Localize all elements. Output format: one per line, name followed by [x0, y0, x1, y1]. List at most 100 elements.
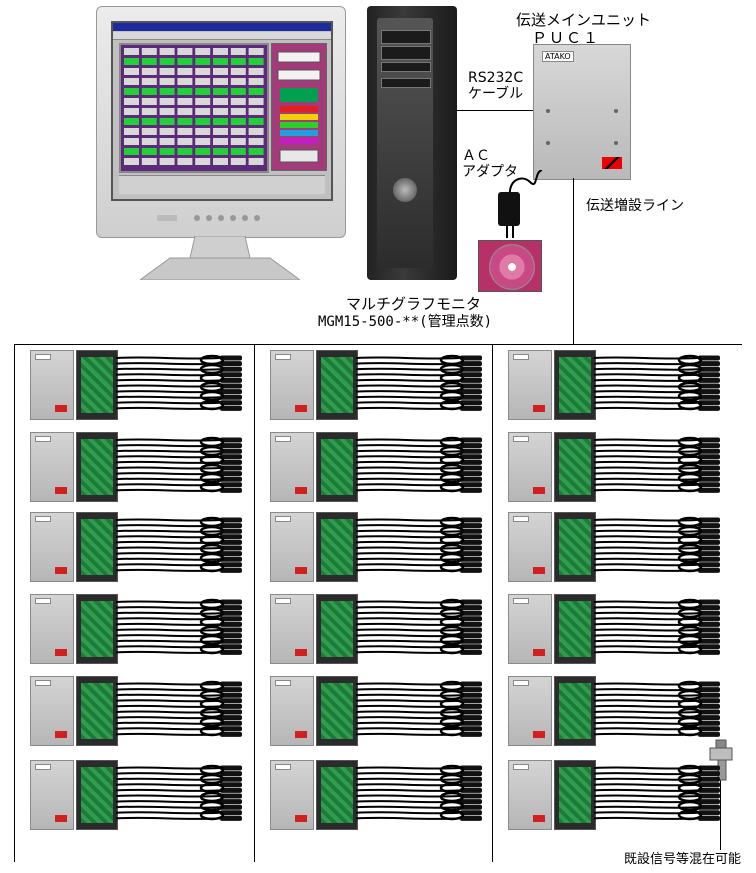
- pcb: [559, 519, 591, 575]
- screen-grid-cell: [249, 98, 264, 105]
- screen-grid-cell: [177, 48, 192, 55]
- circuit-board: [554, 512, 596, 582]
- screen-grid-cell: [124, 98, 139, 105]
- sensor-cables: [594, 350, 728, 418]
- screen-grid-cell: [160, 68, 175, 75]
- software-cd-case: [478, 240, 542, 292]
- screen-grid-cell: [249, 78, 264, 85]
- screen-grid-cell: [231, 108, 246, 115]
- expansion-unit: [508, 676, 728, 744]
- screen-grid-cell: [160, 98, 175, 105]
- screen-grid-cell: [249, 158, 264, 165]
- unit-tag: [275, 516, 291, 522]
- screen-grid-cell: [177, 148, 192, 155]
- screen-grid-cell: [142, 138, 157, 145]
- screen-grid-cell: [177, 128, 192, 135]
- circuit-board: [76, 512, 118, 582]
- brand-logo-icon: [533, 405, 545, 412]
- screen-grid-cell: [124, 158, 139, 165]
- pcb: [81, 519, 113, 575]
- pcb: [81, 601, 113, 657]
- circuit-board: [316, 432, 358, 502]
- sensor-cables: [356, 432, 490, 500]
- expansion-unit: [270, 350, 490, 418]
- circuit-board: [76, 350, 118, 420]
- screw-icon: [614, 141, 618, 145]
- expansion-unit: [270, 512, 490, 580]
- screen-grid-cell: [177, 78, 192, 85]
- unit-tag: [275, 598, 291, 604]
- screen-grid-cell: [160, 58, 175, 65]
- screen-grid-cell: [195, 78, 210, 85]
- brand-logo-icon: [602, 157, 622, 169]
- screen-grid-cell: [231, 98, 246, 105]
- unit-tag: [35, 598, 51, 604]
- screen-grid-cell: [213, 148, 228, 155]
- screen-grid-cell: [124, 88, 139, 95]
- screen-side-graphics: [272, 44, 326, 170]
- pcb: [559, 439, 591, 495]
- screw-icon: [546, 141, 550, 145]
- screen-grid-cell: [124, 68, 139, 75]
- screen-grid-cell: [142, 158, 157, 165]
- screen-grid-cell: [142, 128, 157, 135]
- screen-grid-cell: [124, 128, 139, 135]
- pcb: [321, 439, 353, 495]
- expansion-unit-case: [508, 594, 552, 664]
- screen-grid-cell: [213, 158, 228, 165]
- bus-drop-line-col3: [492, 344, 493, 862]
- expansion-unit-case: [508, 432, 552, 502]
- screen-grid-cell: [249, 118, 264, 125]
- unit-tag: [35, 436, 51, 442]
- screen-grid-cell: [249, 68, 264, 75]
- screen-grid-cell: [213, 98, 228, 105]
- screen-grid-cell: [213, 88, 228, 95]
- sensor-cables: [116, 676, 250, 744]
- unit-tag: [35, 354, 51, 360]
- expansion-unit-case: [508, 760, 552, 830]
- brand-logo-icon: [55, 567, 67, 574]
- screen-grid-cell: [142, 68, 157, 75]
- floppy-drive: [381, 62, 431, 72]
- pcb: [81, 767, 113, 823]
- expansion-unit-case: [508, 676, 552, 746]
- sensor-cables: [356, 350, 490, 418]
- unit-brand-label: ATAKO: [542, 51, 574, 62]
- brand-logo-icon: [295, 487, 307, 494]
- sensor-cables: [356, 676, 490, 744]
- brand-logo-icon: [55, 405, 67, 412]
- tower-front-panel: [377, 18, 433, 268]
- sensor-cables: [116, 512, 250, 580]
- unit-tag: [513, 598, 529, 604]
- screw-icon: [614, 109, 618, 113]
- expansion-unit-case: [270, 760, 314, 830]
- expansion-unit: [270, 432, 490, 500]
- expansion-line-label: 伝送増設ライン: [586, 198, 684, 214]
- expansion-unit-case: [30, 512, 74, 582]
- expansion-unit: [508, 594, 728, 662]
- expansion-unit-case: [270, 676, 314, 746]
- brand-logo-icon: [533, 731, 545, 738]
- drive-bay: [381, 78, 431, 88]
- cd-disc-icon: [489, 244, 535, 290]
- pcb: [81, 357, 113, 413]
- pcb: [81, 683, 113, 739]
- expansion-unit: [270, 594, 490, 662]
- screen-grid-cell: [231, 68, 246, 75]
- sensor-cables: [594, 760, 728, 828]
- expansion-line-vertical: [573, 178, 574, 344]
- expansion-unit-case: [30, 594, 74, 664]
- unit-tag: [513, 516, 529, 522]
- cable-label: ケーブル: [468, 86, 523, 102]
- screen-grid-cell: [160, 128, 175, 135]
- unit-tag: [35, 764, 51, 770]
- ac-adapter: [498, 192, 520, 226]
- circuit-board: [554, 350, 596, 420]
- screen-grid-cell: [160, 118, 175, 125]
- screen-grid-cell: [213, 128, 228, 135]
- unit-tag: [35, 680, 51, 686]
- screen-data-grid: [119, 43, 269, 173]
- brand-logo-icon: [533, 567, 545, 574]
- power-button-icon: [393, 178, 417, 202]
- screen-grid-cell: [231, 58, 246, 65]
